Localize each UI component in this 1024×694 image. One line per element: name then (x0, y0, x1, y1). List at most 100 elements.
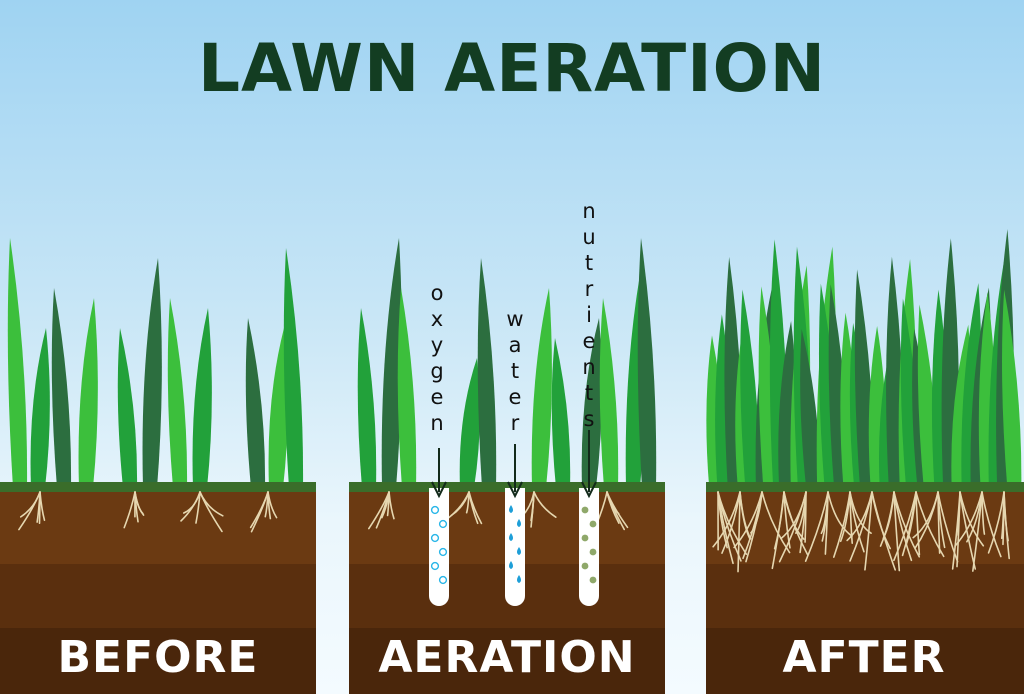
root (849, 491, 865, 553)
root (981, 491, 1002, 558)
water-drop (517, 575, 521, 583)
root (827, 491, 853, 537)
oxygen-bubble (430, 505, 440, 515)
root (1003, 491, 1010, 560)
oxygen-bubble (430, 561, 440, 571)
root (249, 491, 269, 529)
grass-blade (78, 298, 98, 488)
root (871, 491, 891, 550)
water-drop (517, 547, 521, 555)
root (778, 491, 807, 563)
root (959, 491, 985, 547)
root (195, 491, 201, 524)
root (955, 491, 961, 537)
grass-blade (1002, 289, 1022, 488)
root (39, 491, 46, 522)
root (199, 491, 224, 517)
grass-blade (637, 238, 657, 488)
root (134, 491, 139, 523)
turf-line (706, 482, 1024, 492)
aeration-roots (368, 491, 629, 531)
root (912, 491, 939, 539)
after-roots (712, 491, 1010, 573)
root (864, 491, 873, 571)
root (773, 491, 785, 550)
root (954, 491, 983, 547)
root (937, 491, 946, 549)
oxygen-core (429, 488, 449, 606)
root (893, 491, 913, 562)
grass-blade (167, 298, 188, 488)
grass-blade (599, 298, 619, 488)
nutrient-dot (589, 520, 597, 528)
before-grass (7, 238, 304, 488)
root (915, 491, 921, 556)
aeration-cores (429, 430, 599, 606)
root (804, 491, 829, 562)
root (18, 491, 41, 531)
before-roots (18, 491, 278, 533)
root (180, 491, 201, 522)
grass-blade (7, 238, 28, 488)
before-scene (0, 238, 316, 694)
oxygen-bubble (438, 519, 448, 529)
grass-blade (268, 328, 288, 488)
aeration-label: AERATION (378, 632, 636, 683)
nutrients-arrow-head (581, 481, 597, 499)
before-panel: BEFORE (0, 0, 316, 694)
nutrients-core (579, 488, 599, 606)
root (446, 491, 470, 520)
grass-blade (142, 258, 162, 488)
soil-layer-mid (706, 564, 1024, 628)
aeration-panel: AERATION (349, 0, 665, 694)
grass-blade (30, 328, 50, 488)
root (606, 491, 620, 524)
root (745, 491, 763, 563)
grass-blade (531, 288, 552, 488)
soil-layer-bottom (0, 628, 316, 694)
water-drop (517, 519, 521, 527)
root (468, 491, 479, 525)
water-arrow-head (507, 481, 523, 499)
grass-blade (477, 258, 497, 488)
before-label: BEFORE (57, 632, 259, 683)
grass-blade (551, 338, 571, 488)
root (882, 491, 895, 540)
root (981, 491, 986, 535)
root (388, 491, 395, 520)
grass-blade (800, 329, 821, 488)
water-drop (509, 533, 513, 541)
root (987, 491, 1005, 554)
oxygen-bubble (430, 533, 440, 543)
nutrient-dot (589, 548, 597, 556)
grass-blade (381, 238, 402, 488)
nutrient-dot (581, 562, 589, 570)
grass-blade (357, 308, 377, 488)
grass-blade (117, 328, 138, 488)
root (849, 491, 873, 562)
root (739, 491, 752, 540)
water-drop (509, 505, 513, 513)
grass-blade (51, 288, 72, 488)
after-panel: AFTER (706, 0, 1024, 694)
grass-blade (740, 289, 760, 488)
turf-line (0, 482, 316, 492)
grass-blade (397, 288, 417, 488)
diagram-title: LAWN AERATION (197, 30, 827, 107)
after-label: AFTER (782, 632, 946, 683)
root (533, 491, 557, 518)
grass-blade (245, 318, 266, 488)
soil-layer-bottom (349, 628, 665, 694)
after-scene (706, 229, 1024, 694)
soil-layer-mid (0, 564, 316, 628)
nutrient-dot (581, 534, 589, 542)
soil-layer-bottom (706, 628, 1024, 694)
grass-blade (192, 308, 212, 488)
root (832, 491, 851, 558)
soil-layer-top (0, 488, 316, 564)
nutrient-dot (581, 506, 589, 514)
after-grass (706, 229, 1022, 488)
